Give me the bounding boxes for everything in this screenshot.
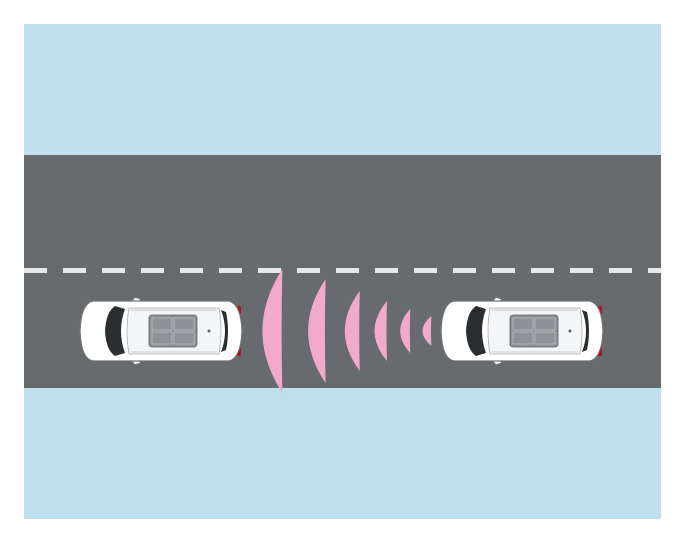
lane-dash (609, 268, 632, 273)
roadside-top (24, 24, 661, 155)
lane-dash (297, 268, 320, 273)
radar-wave-arc (422, 316, 432, 346)
lane-dash (492, 268, 515, 273)
lane-divider-dashed (24, 268, 661, 273)
lane-dash (414, 268, 437, 273)
radar-wave-arc (374, 301, 387, 361)
lane-dash (258, 268, 281, 273)
rear-vehicle-icon (79, 296, 243, 366)
radar-wave-icon (262, 269, 432, 393)
radar-wave-arc (400, 309, 411, 353)
lane-dash (336, 268, 359, 273)
lane-dash (219, 268, 242, 273)
radar-wave-arc (344, 291, 360, 371)
radar-wave-arc (262, 269, 283, 393)
front-vehicle-icon (440, 296, 604, 366)
lane-dash (531, 268, 554, 273)
lane-dash (141, 268, 164, 273)
roadside-bottom (24, 388, 661, 519)
lane-dash (102, 268, 125, 273)
lane-dash (570, 268, 593, 273)
lane-dash (180, 268, 203, 273)
lane-dash (648, 268, 661, 273)
lane-dash (24, 268, 47, 273)
lane-dash (453, 268, 476, 273)
lane-dash (63, 268, 86, 273)
radar-wave-arc (308, 279, 326, 383)
lane-dash (375, 268, 398, 273)
